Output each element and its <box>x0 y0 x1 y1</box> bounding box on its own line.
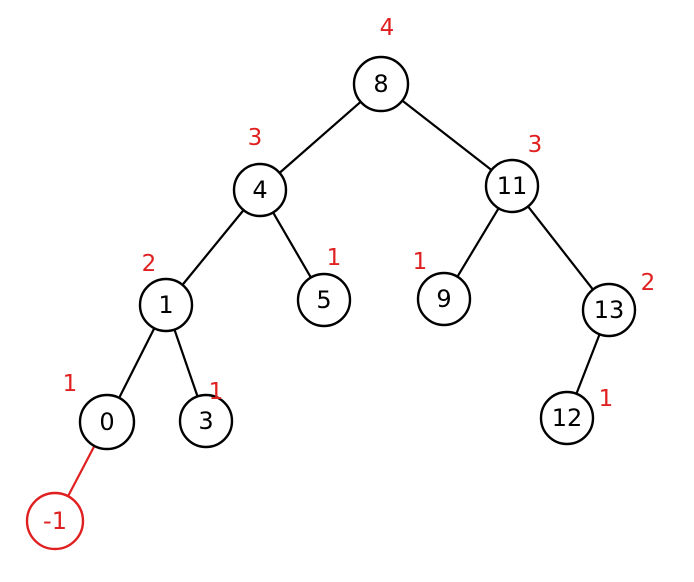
edges-layer <box>66 99 601 498</box>
height-label-0: 1 <box>63 371 78 397</box>
edge-8-to-11 <box>401 99 493 172</box>
edge-11-to-9 <box>456 207 500 278</box>
node-key: -1 <box>43 507 67 535</box>
edge-1-to-3 <box>173 328 199 398</box>
tree-node-11: 11 <box>484 158 540 214</box>
node-key: 12 <box>552 404 583 432</box>
node-circle <box>484 158 540 214</box>
node-key: 11 <box>497 172 528 200</box>
height-label-13: 2 <box>641 270 656 296</box>
edge-13-to-12 <box>575 333 601 395</box>
height-label-5: 1 <box>327 245 342 271</box>
tree-node-12: 12 <box>539 390 595 446</box>
tree-node-9: 9 <box>416 271 472 327</box>
node-circle <box>581 282 637 338</box>
node-key: 4 <box>252 176 267 204</box>
edge-4-to-1 <box>181 209 245 286</box>
tree-node-0: 0 <box>78 393 136 451</box>
edge-4-to-5 <box>271 211 313 279</box>
node-key: 1 <box>158 291 173 319</box>
tree-node-1: 1 <box>138 277 194 333</box>
height-label-4: 3 <box>248 125 263 151</box>
height-label-1: 2 <box>142 251 157 277</box>
node-key: 0 <box>99 408 114 436</box>
edge-8-to-4 <box>278 100 362 174</box>
node-circle <box>78 393 136 451</box>
height-label-12: 1 <box>599 386 614 412</box>
node-key: 9 <box>436 285 451 313</box>
edge-11-to-13 <box>526 205 595 291</box>
height-label-3: 1 <box>209 379 224 405</box>
height-label-11: 3 <box>528 132 543 158</box>
node-key: 8 <box>373 70 388 98</box>
tree-node-13: 13 <box>581 282 637 338</box>
edge-0-to--1 <box>66 444 96 498</box>
node-circle <box>416 271 472 327</box>
tree-node-8: 8 <box>352 55 410 113</box>
node-key: 5 <box>316 286 331 314</box>
tree-node-3: 3 <box>178 393 234 449</box>
node-key: 3 <box>198 407 213 435</box>
node-circle <box>539 390 595 446</box>
node-circle <box>296 272 352 328</box>
edge-1-to-0 <box>118 327 156 399</box>
tree-node-4: 4 <box>232 162 288 218</box>
node-circle <box>232 162 288 218</box>
tree-node-5: 5 <box>296 272 352 328</box>
node-circle <box>178 393 234 449</box>
height-label-9: 1 <box>413 249 428 275</box>
height-label-8: 4 <box>380 15 395 41</box>
node-circle <box>25 491 85 551</box>
node-circle <box>352 55 410 113</box>
node-key: 13 <box>594 296 625 324</box>
tree-node--1: -1 <box>25 491 85 551</box>
node-circle <box>138 277 194 333</box>
